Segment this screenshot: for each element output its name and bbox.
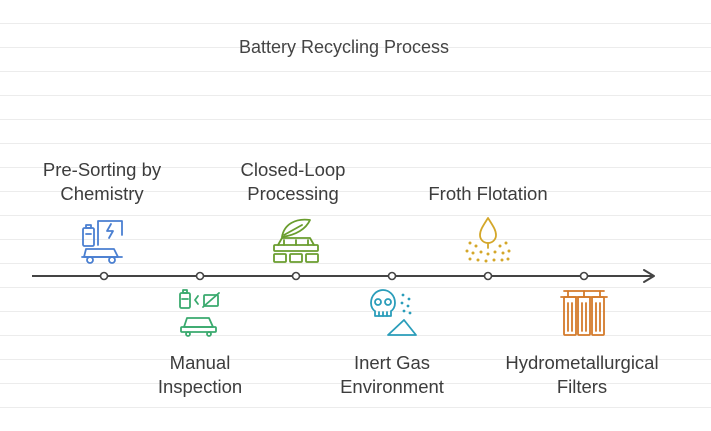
skull-gas-icon	[370, 289, 417, 336]
step-label-hydrometallurgical: Hydrometallurgical Filters	[497, 351, 667, 399]
step-label-line: Inert Gas	[353, 352, 431, 373]
timeline-node-5	[483, 271, 493, 281]
step-label-froth-flotation: Froth Flotation	[403, 182, 573, 206]
step-label-inert-gas: Inert Gas Environment	[307, 351, 477, 399]
step-label-line: Inspection	[157, 376, 243, 397]
step-label-pre-sorting: Pre-Sorting by Chemistry	[17, 158, 187, 206]
car-battery-inspection-icon	[179, 289, 220, 337]
step-label-line: Hydrometallurgical	[505, 352, 659, 373]
filter-cartridges-icon	[560, 290, 608, 336]
step-label-line: Environment	[340, 376, 444, 397]
diagram-title: Battery Recycling Process	[238, 37, 450, 57]
step-label-line: Chemistry	[60, 183, 144, 204]
timeline-node-6	[579, 271, 589, 281]
timeline-node-3	[291, 271, 301, 281]
step-label-line: Filters	[556, 376, 608, 397]
step-label-line: Pre-Sorting by	[42, 159, 162, 180]
battery-car-charging-icon	[81, 220, 123, 264]
leaf-processing-icon	[273, 218, 319, 263]
step-label-closed-loop: Closed-Loop Processing	[208, 158, 378, 206]
timeline-node-4	[387, 271, 397, 281]
timeline-arrowhead	[643, 269, 655, 283]
step-label-line: Processing	[247, 183, 339, 204]
timeline-node-2	[195, 271, 205, 281]
step-label-manual-inspection: Manual Inspection	[115, 351, 285, 399]
step-label-line: Closed-Loop	[240, 159, 346, 180]
step-label-line: Froth Flotation	[428, 183, 548, 204]
timeline-node-1	[99, 271, 109, 281]
droplet-bubbles-icon	[465, 217, 511, 263]
step-label-line: Manual	[169, 352, 231, 373]
